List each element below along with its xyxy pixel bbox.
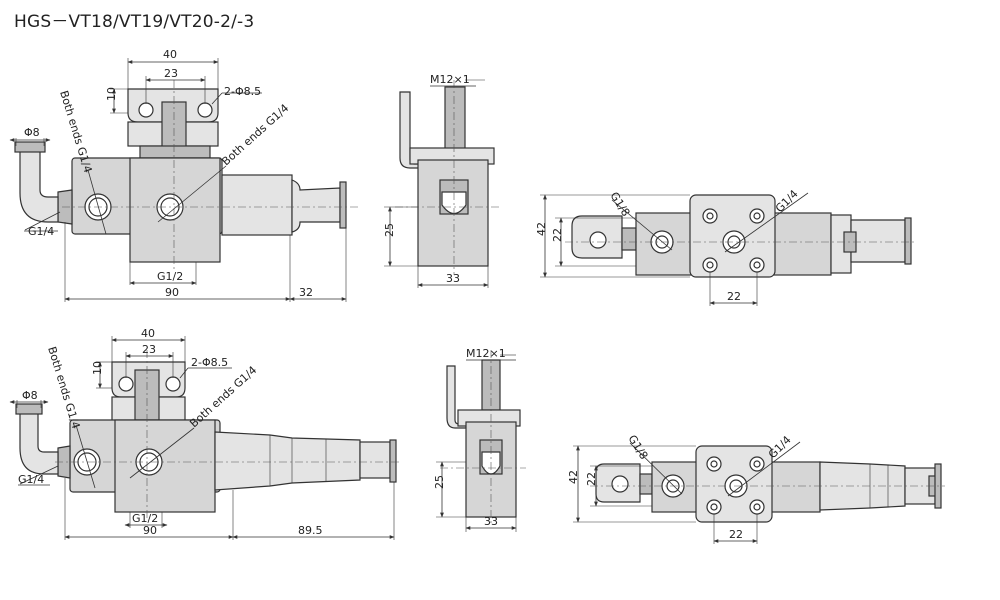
g12-label-bottom: G1/2 <box>132 512 158 525</box>
dim-22-vertical-bottom: 22 <box>585 472 598 486</box>
dim-23: 23 <box>164 67 178 80</box>
phi8-label-bottom: Φ8 <box>22 389 38 402</box>
dim-33-bottom: 33 <box>484 515 498 528</box>
dim-90: 90 <box>165 286 179 299</box>
top-side-view: M12×1 25 33 <box>383 73 500 288</box>
dim-22-horizontal: 22 <box>727 290 741 303</box>
bottom-plan-view: G1/8 G1/4 42 22 22 <box>567 433 945 544</box>
dim-42: 42 <box>535 222 548 236</box>
hole-label: 2-Φ8.5 <box>224 85 261 98</box>
g18-label: G1/8 <box>607 190 632 219</box>
dim-32: 32 <box>299 286 313 299</box>
top-plan-view: G1/8 G1/4 42 22 22 <box>535 187 915 306</box>
dim-22-horizontal-bottom: 22 <box>729 528 743 541</box>
dim-10: 10 <box>105 87 118 101</box>
g12-label: G1/2 <box>157 270 183 283</box>
dim-40-bottom: 40 <box>141 327 155 340</box>
dim-33: 33 <box>446 272 460 285</box>
hole-label-bottom: 2-Φ8.5 <box>191 356 228 369</box>
dim-90-bottom: 90 <box>143 524 157 537</box>
both-ends-vertical-label-bottom: Both ends G1/4 <box>45 345 82 430</box>
both-ends-diag-label: Both ends G1/4 <box>219 102 291 169</box>
g18-label-bottom: G1/8 <box>625 433 650 462</box>
both-ends-diag-label-bottom: Both ends G1/4 <box>187 364 259 431</box>
bottom-front-view: 40 23 10 2-Φ8.5 Both ends G1/4 Both ends… <box>9 327 400 540</box>
page-title: HGS－VT18/VT19/VT20-2/-3 <box>14 12 255 32</box>
phi8-label: Φ8 <box>24 126 40 139</box>
dim-42-bottom: 42 <box>567 470 580 484</box>
dim-40: 40 <box>163 48 177 61</box>
dim-23-bottom: 23 <box>142 343 156 356</box>
dim-25-bottom: 25 <box>433 475 446 489</box>
thread-label-bottom: M12×1 <box>466 347 506 360</box>
dim-89-5: 89.5 <box>298 524 323 537</box>
thread-label: M12×1 <box>430 73 470 86</box>
dim-22-vertical: 22 <box>551 228 564 242</box>
g14-label: G1/4 <box>28 225 54 238</box>
top-front-view: 40 23 10 2-Φ8.5 Both ends G1/4 Both ends… <box>9 48 360 302</box>
g14-label-bottom: G1/4 <box>18 473 44 486</box>
bottom-side-view: M12×1 25 33 <box>433 347 526 532</box>
dim-10-bottom: 10 <box>91 361 104 375</box>
dim-25: 25 <box>383 223 396 237</box>
